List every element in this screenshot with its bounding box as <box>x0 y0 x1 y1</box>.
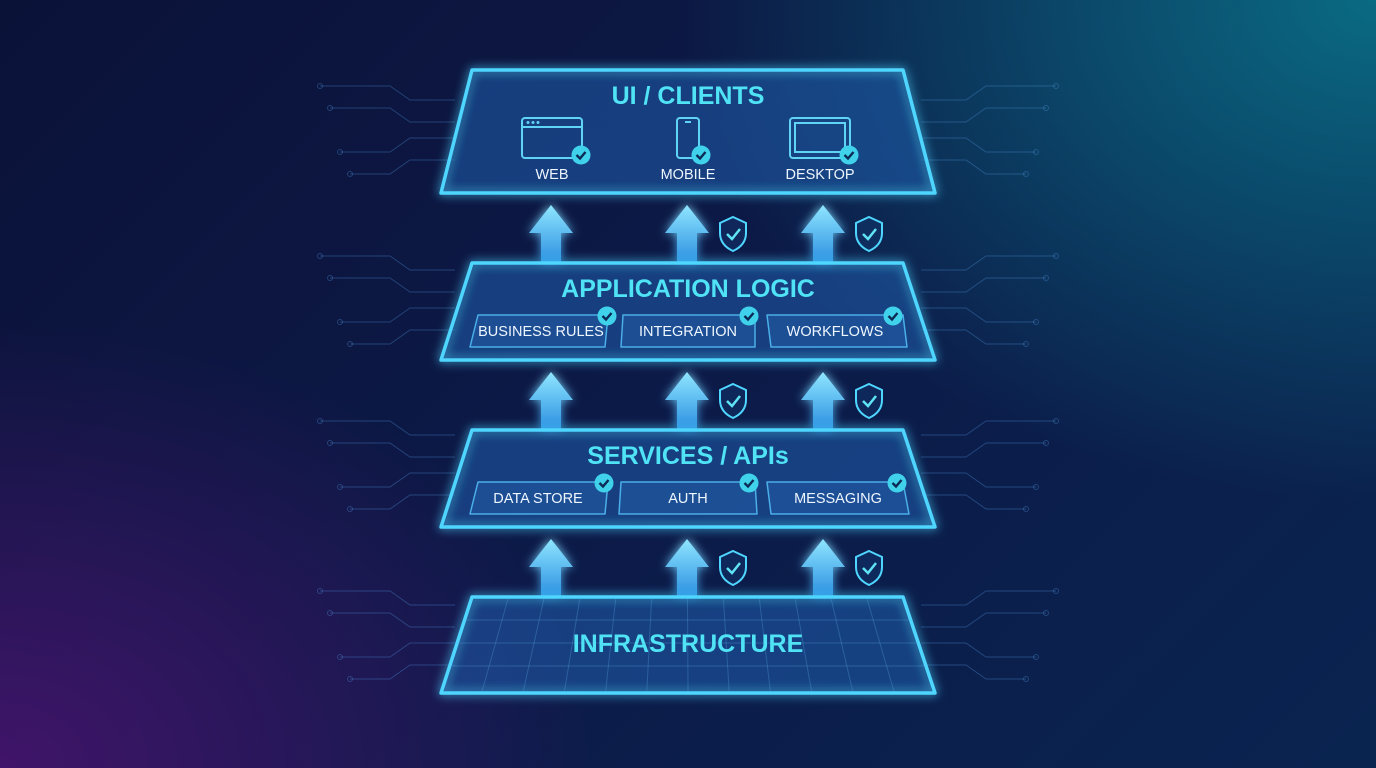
client-web-label: WEB <box>535 167 568 183</box>
module-label: INTEGRATION <box>639 324 737 340</box>
check-badge-icon <box>739 306 759 326</box>
browser-window-icon <box>521 117 583 159</box>
check-badge-icon <box>691 145 711 165</box>
service-label: MESSAGING <box>794 491 882 507</box>
monitor-icon <box>789 117 851 159</box>
service-label: AUTH <box>668 491 707 507</box>
up-arrow-icon <box>801 205 845 263</box>
layer-infrastructure: INFRASTRUCTURE <box>439 595 937 695</box>
shield-check-icon <box>855 382 883 420</box>
up-arrow-icon <box>665 539 709 597</box>
layer-title: SERVICES / APIs <box>587 442 788 470</box>
check-badges <box>571 145 907 493</box>
shield-check-icon <box>855 215 883 253</box>
module-label: BUSINESS RULES <box>478 324 604 340</box>
check-badge-icon <box>883 306 903 326</box>
up-arrow-icon <box>801 539 845 597</box>
grid-pattern <box>449 598 926 692</box>
layer-title: INFRASTRUCTURE <box>573 630 804 658</box>
layer-application-logic: APPLICATION LOGIC BUSINESS RULES INTEGRA… <box>439 261 937 362</box>
shield-check-icon <box>719 549 747 587</box>
check-badge-icon <box>887 473 907 493</box>
up-arrow-icon <box>801 372 845 430</box>
service-label: DATA STORE <box>493 491 583 507</box>
up-arrow-icon <box>529 205 573 263</box>
module-label: WORKFLOWS <box>787 324 884 340</box>
up-arrow-icon <box>529 539 573 597</box>
client-mobile-label: MOBILE <box>661 167 716 183</box>
up-arrow-icon <box>529 372 573 430</box>
layer-ui-clients: UI / CLIENTS WEB MOBILE DESKTOP <box>439 68 937 195</box>
up-arrow-icon <box>665 205 709 263</box>
check-badge-icon <box>594 473 614 493</box>
client-desktop-label: DESKTOP <box>785 167 854 183</box>
layer-services-apis: SERVICES / APIs DATA STORE AUTH MESSAGIN… <box>439 428 937 529</box>
check-badge-icon <box>839 145 859 165</box>
check-badge-icon <box>597 306 617 326</box>
layer-title: UI / CLIENTS <box>612 82 765 110</box>
shield-check-icon <box>719 215 747 253</box>
connectors <box>529 205 883 597</box>
up-arrow-icon <box>665 372 709 430</box>
check-badge-icon <box>571 145 591 165</box>
smartphone-icon <box>676 117 700 159</box>
shield-check-icon <box>855 549 883 587</box>
layer-title: APPLICATION LOGIC <box>561 275 815 303</box>
check-badge-icon <box>739 473 759 493</box>
shield-check-icon <box>719 382 747 420</box>
circuit-lines-decoration <box>317 83 1059 682</box>
